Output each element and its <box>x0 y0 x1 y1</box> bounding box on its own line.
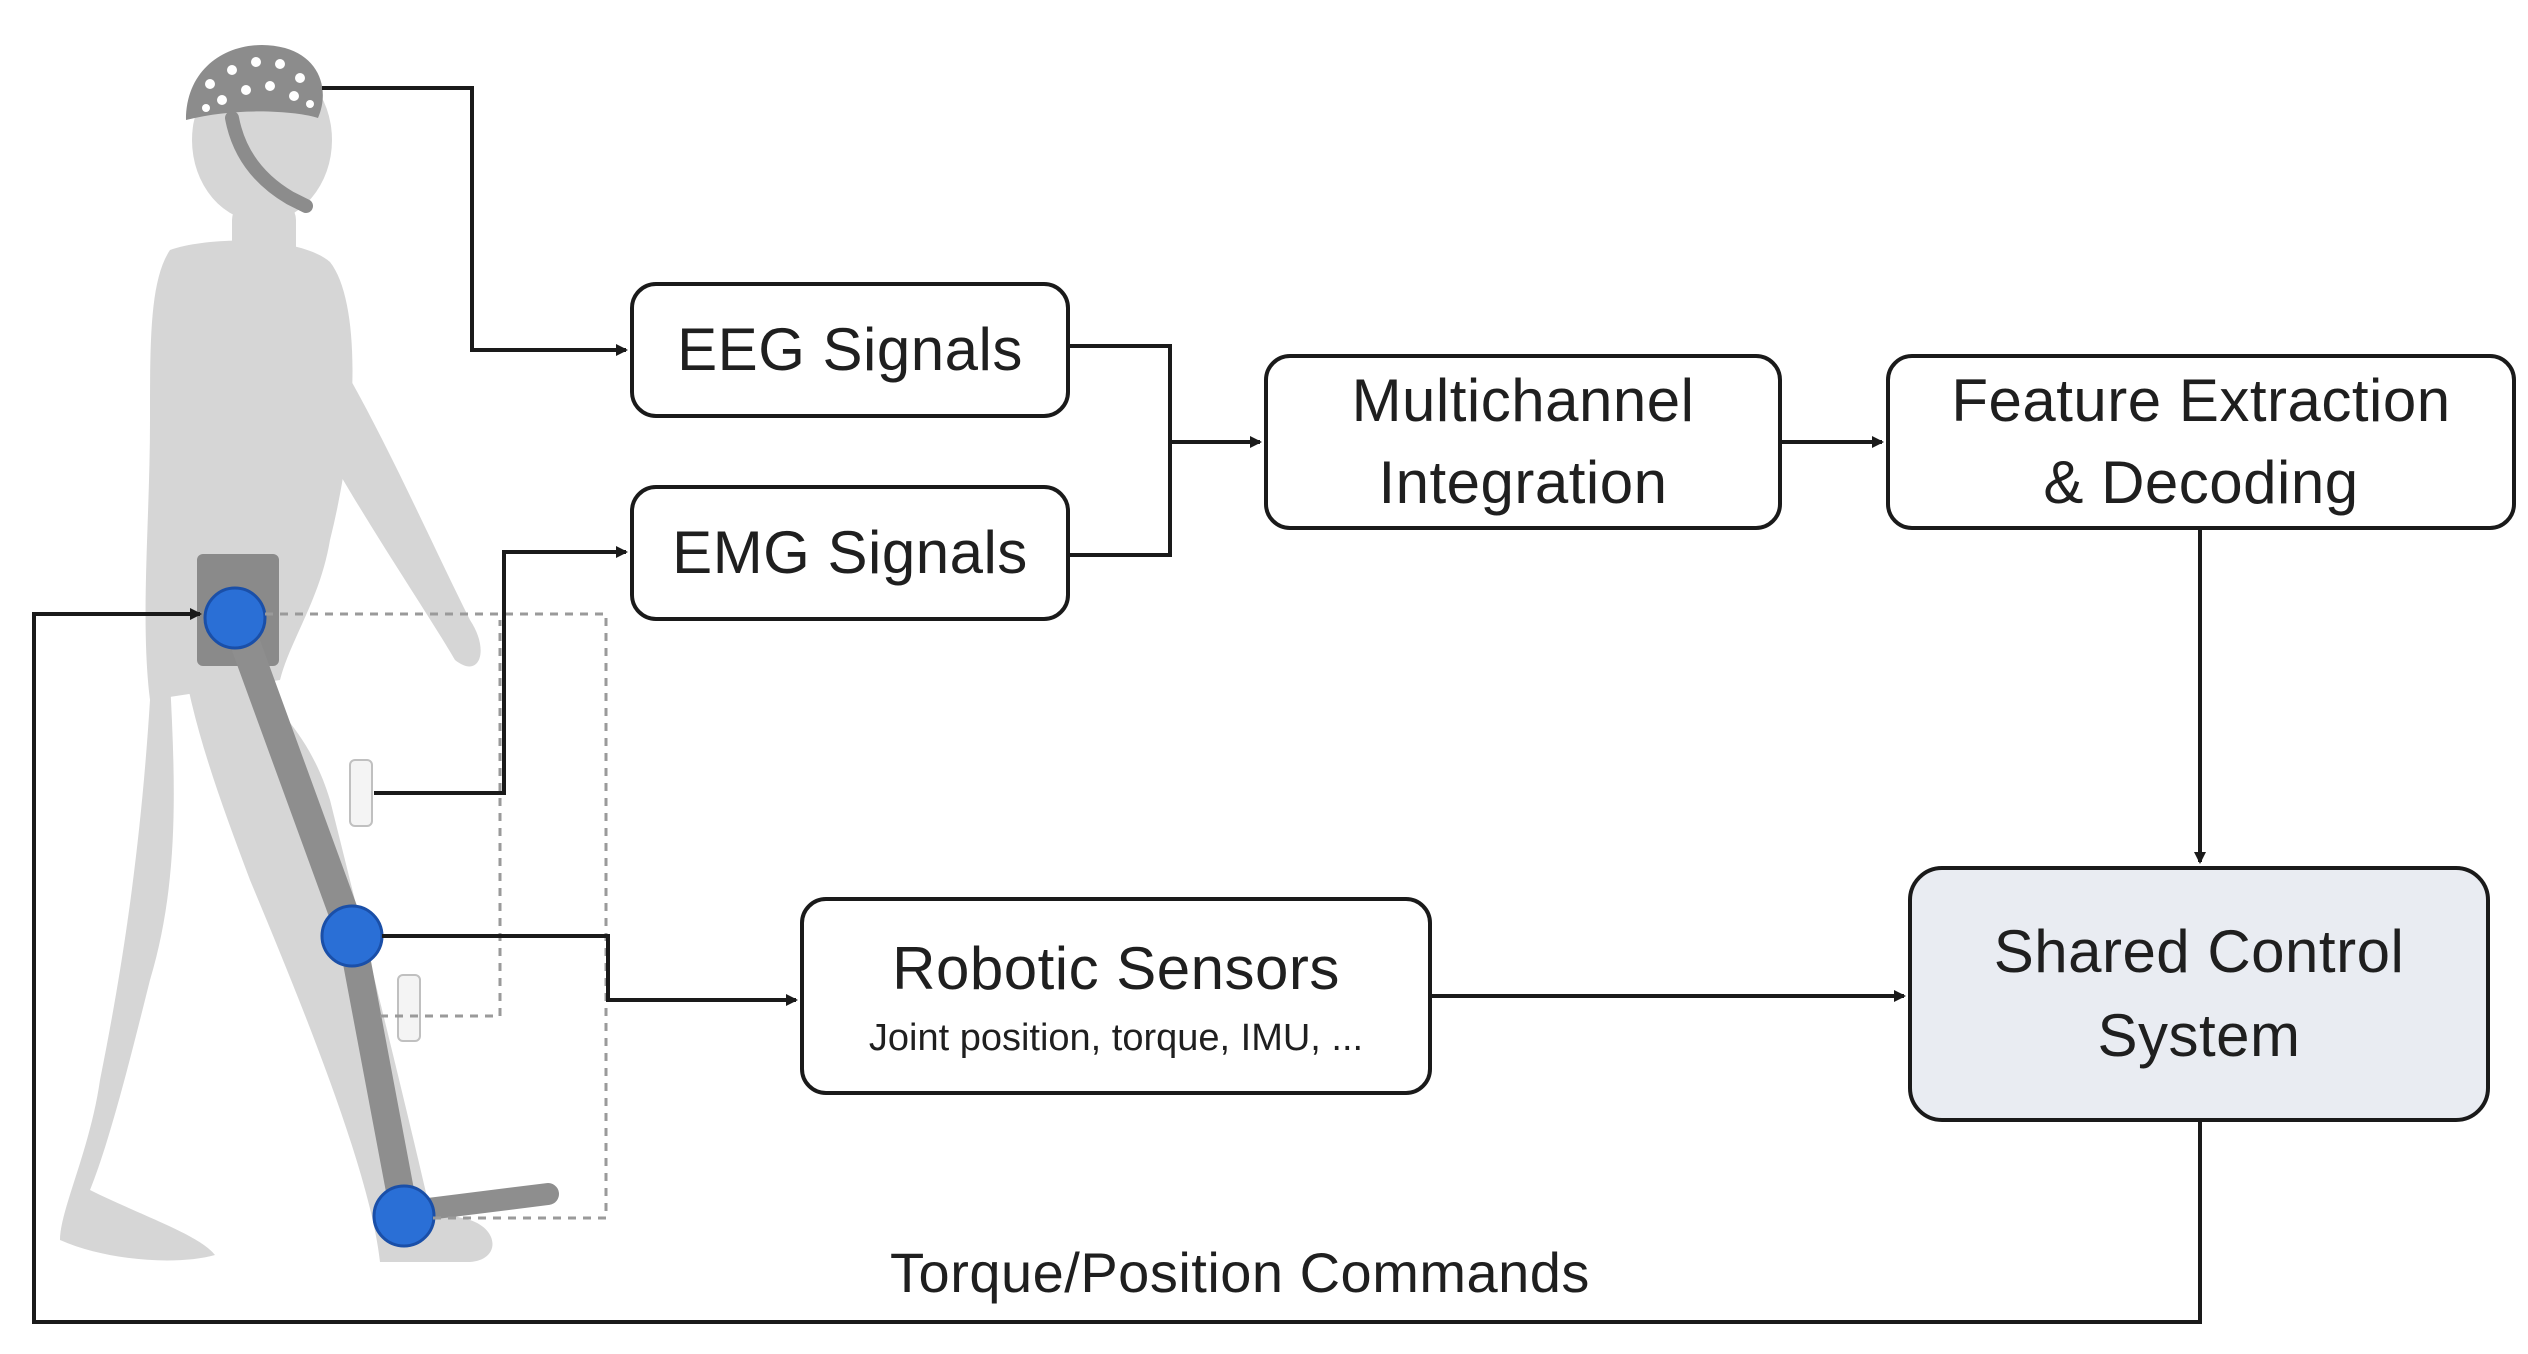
multichannel-label-line1: Multichannel <box>1351 367 1695 434</box>
emg-signals-label: EMG Signals <box>672 519 1028 586</box>
robotic-sensors-subtitle: Joint position, torque, IMU, ... <box>868 1017 1364 1059</box>
feature-label-line1: Feature Extraction <box>1951 367 2451 434</box>
shared-control-label-line1: Shared Control <box>1993 918 2405 985</box>
multichannel-label-line2: Integration <box>1378 449 1668 516</box>
multichannel-integration-block: Multichannel Integration <box>1264 354 1782 530</box>
shared-control-label-line2: System <box>2097 1002 2301 1069</box>
feature-label-line2: & Decoding <box>2043 449 2359 516</box>
connector-arrows <box>32 86 2206 1324</box>
shared-control-system-block: Shared Control System <box>1908 866 2490 1122</box>
eeg-cap-icon <box>186 45 323 213</box>
robotic-sensors-block: Robotic Sensors Joint position, torque, … <box>800 897 1432 1095</box>
eeg-signals-block: EEG Signals <box>630 282 1070 418</box>
feature-extraction-block: Feature Extraction & Decoding <box>1886 354 2516 530</box>
robotic-sensors-title: Robotic Sensors <box>892 935 1340 1002</box>
feedback-label: Torque/Position Commands <box>890 1241 1590 1304</box>
eeg-signals-label: EEG Signals <box>677 316 1023 383</box>
emg-signals-block: EMG Signals <box>630 485 1070 621</box>
emg-sensor-icon <box>349 759 421 1042</box>
exoskeleton-icon <box>197 554 559 1248</box>
